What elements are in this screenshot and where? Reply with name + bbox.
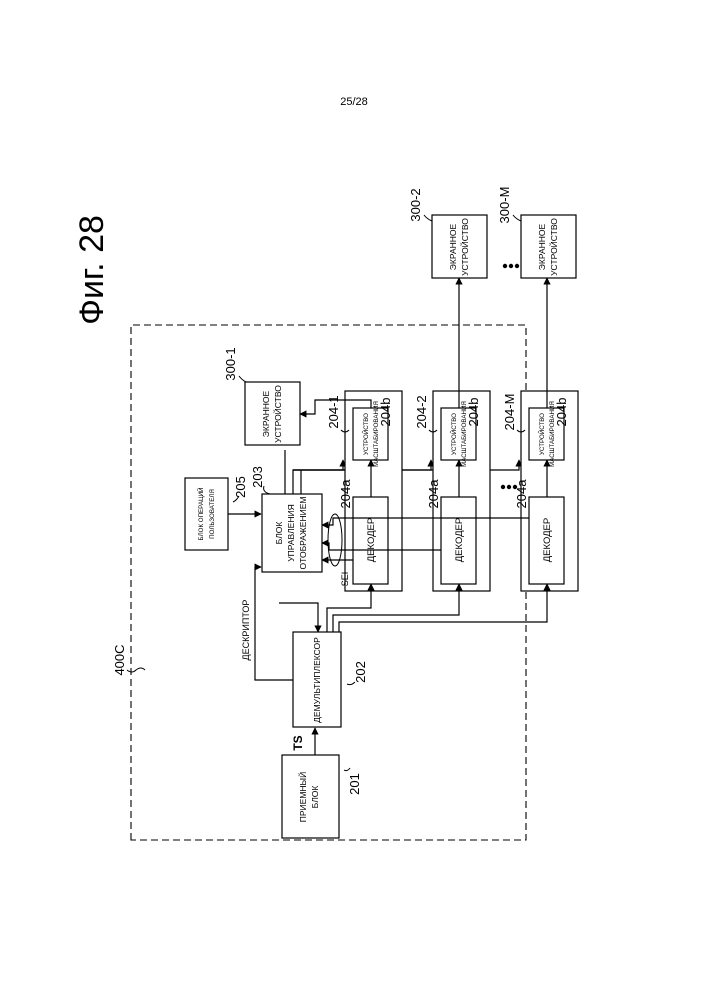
decoder-unit-m-ref: 204-M [502, 394, 517, 431]
decoder-1-ref: 204a [338, 479, 353, 509]
display-control-label-line2: УПРАВЛЕНИЯ [286, 504, 296, 562]
scaler-2-label-line1: УСТРОЙСТВО [450, 413, 458, 455]
receiver-label-line1: ПРИЕМНЫЙ [297, 772, 308, 822]
descriptor-label: ДЕСКРИПТОР [241, 600, 251, 661]
sei-label: SEI [340, 572, 350, 587]
scaler-1-ref: 204b [378, 398, 393, 427]
system-ref-label: 400C [112, 644, 127, 675]
ellipsis-dot-1 [501, 485, 505, 489]
display-1-ref: 300-1 [223, 347, 238, 380]
display-m-ref-leader [513, 215, 521, 221]
display-ellipsis-dot-2 [509, 264, 513, 268]
page-number: 25/28 [340, 96, 368, 108]
display-1-label-line1: ЭКРАННОЕ [261, 390, 271, 437]
demux-ref: 202 [353, 661, 368, 683]
decoder-2-label: ДЕКОДЕР [454, 518, 465, 563]
user-ops-label-line2: ПОЛЬЗОВАТЕЛЯ [209, 489, 216, 539]
decoder-m-label: ДЕКОДЕР [542, 518, 553, 563]
display-1-ref-leader [239, 376, 246, 382]
display-2-label-line2: УСТРОЙСТВО [459, 218, 470, 276]
display-2-ref-leader [424, 215, 432, 221]
figure-28: Фиг. 28 400C ПРИЕМНЫЙ БЛОК 201 TS ДЕМУЛЬ… [73, 187, 578, 840]
display-2-ref: 300-2 [408, 188, 423, 221]
display-control-label-line3: ОТОБРАЖЕНИЕМ [298, 497, 308, 570]
receiver-label-line2: БЛОК [310, 786, 320, 809]
sei-bundle-ellipse [328, 514, 342, 566]
ts-label: TS [291, 735, 305, 750]
display-ellipsis-dot-1 [503, 264, 507, 268]
ellipsis-dot-2 [507, 485, 511, 489]
decoder-2-ref: 204a [426, 479, 441, 509]
display-m-label-line1: ЭКРАННОЕ [537, 223, 547, 270]
scaler-2-ref: 204b [466, 398, 481, 427]
decoder-unit-2-ref: 204-2 [414, 395, 429, 428]
display-m-ref: 300-M [497, 187, 512, 224]
system-ref-leader [127, 668, 145, 672]
display-control-label-line1: БЛОК [274, 522, 284, 545]
display-m-label-line2: УСТРОЙСТВО [548, 218, 559, 276]
display-control-ref: 203 [250, 466, 265, 488]
figure-title: Фиг. 28 [73, 215, 111, 325]
display-ellipsis-dot-3 [515, 264, 519, 268]
display-1-label-line2: УСТРОЙСТВО [272, 385, 283, 443]
receiver-ref-leader [344, 768, 350, 771]
scaler-1-label-line1: УСТРОЙСТВО [362, 413, 370, 455]
receiver-ref: 201 [347, 773, 362, 795]
user-ops-ref: 205 [233, 476, 248, 498]
scaler-m-ref: 204b [554, 398, 569, 427]
user-ops-label-line1: БЛОК ОПЕРАЦИЙ [197, 488, 205, 541]
display-2-label-line1: ЭКРАННОЕ [448, 223, 458, 270]
control-to-demux-arrow [279, 603, 318, 632]
decoder-m-ref: 204a [514, 479, 529, 509]
demux-label: ДЕМУЛЬТИПЛЕКСОР [312, 637, 322, 723]
user-ops-block [185, 478, 228, 550]
descriptor-line [255, 567, 293, 680]
scaler-m-label-line1: УСТРОЙСТВО [538, 413, 546, 455]
decoder-1-label: ДЕКОДЕР [366, 518, 377, 563]
